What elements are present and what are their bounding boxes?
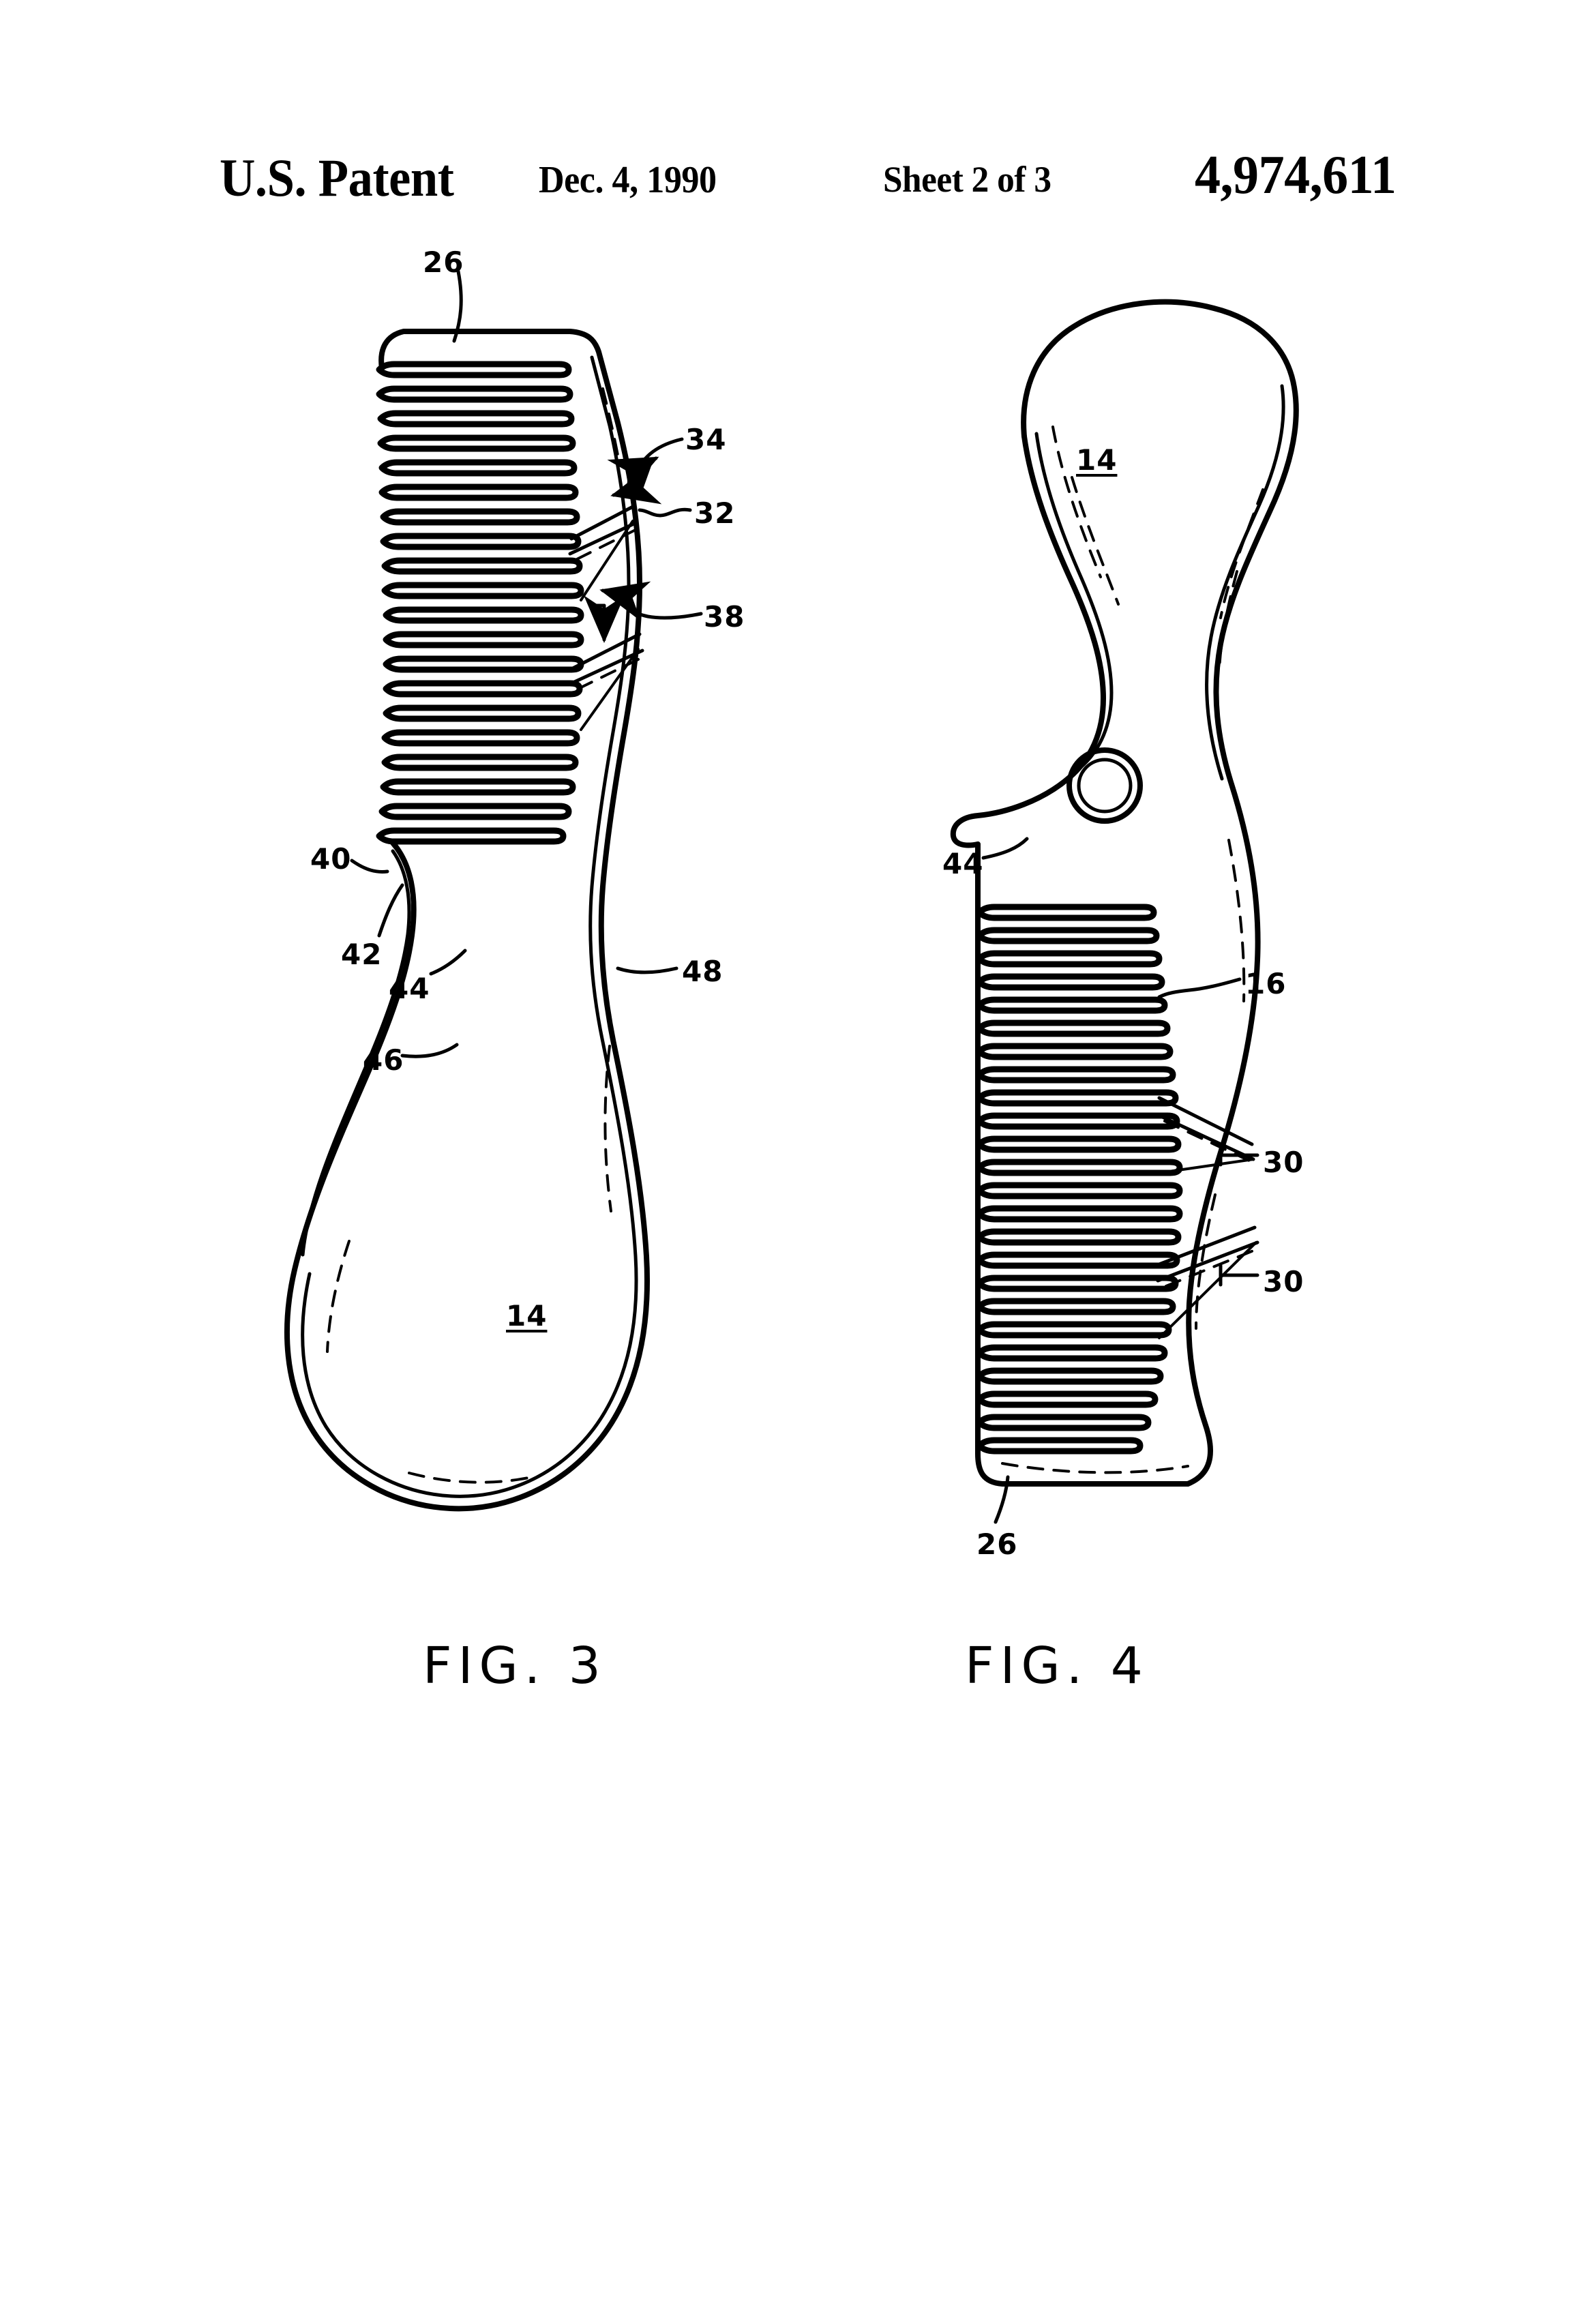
patent-number: 4,974,611	[1195, 145, 1397, 205]
figure-4-caption: FIG. 4	[965, 1637, 1149, 1695]
fig4-head-dash-left	[1051, 426, 1102, 578]
leader-26	[452, 269, 463, 343]
patent-issue-date: Dec. 4, 1990	[539, 159, 717, 201]
leader-40	[350, 859, 389, 874]
reference-numeral-44-fig4: 44	[942, 847, 984, 880]
fig3-surface-dash-d	[601, 387, 621, 464]
reference-numeral-46-fig3: 46	[363, 1043, 404, 1077]
reference-leader-lines	[350, 269, 1259, 1524]
reference-numeral-14-fig4: 14	[1076, 443, 1118, 477]
reference-numeral-38-fig3: 38	[704, 600, 745, 634]
fig4-boss-circle	[1066, 747, 1143, 824]
leader-38	[616, 598, 703, 620]
fig4-comb-teeth	[976, 904, 1183, 1455]
reference-numeral-48-fig3: 48	[682, 955, 723, 988]
reference-numeral-26-fig3: 26	[423, 245, 464, 279]
leader-34-arrow-b	[607, 456, 659, 496]
figure-4-drawing	[950, 299, 1299, 1487]
patent-header: U.S. Patent Dec. 4, 1990 Sheet 2 of 3 4,…	[0, 0, 1582, 225]
fig4-head-dash-left2	[1071, 476, 1120, 606]
reference-numeral-32-fig3: 32	[694, 496, 736, 530]
leader-16	[1157, 977, 1242, 999]
fig3-inner-edge-bottom	[301, 1272, 453, 1498]
figure-3-drawing	[284, 329, 651, 1512]
leader-46	[400, 1043, 459, 1058]
leader-26b	[994, 1475, 1010, 1524]
fig4-ridge-bands	[1154, 1096, 1259, 1339]
patent-office-title: U.S. Patent	[220, 148, 454, 207]
reference-numeral-16-fig4: 16	[1245, 967, 1287, 1000]
fig4-body-dash-a	[1227, 839, 1246, 1002]
leader-32	[638, 507, 692, 518]
fig3-comb-teeth	[376, 361, 584, 845]
reference-numeral-30-fig4: 30	[1263, 1146, 1304, 1179]
fig4-head-left-contour	[950, 434, 1106, 848]
fig3-surface-dash-c	[408, 1472, 533, 1484]
fig3-ridge-bands	[568, 504, 644, 731]
leader-42	[377, 883, 404, 938]
reference-numeral-26-fig4: 26	[976, 1528, 1018, 1561]
fig4-body-outline	[975, 299, 1299, 1487]
reference-numeral-14-fig3: 14	[506, 1299, 548, 1332]
fig4-head-dash-right2	[1218, 570, 1238, 672]
reference-numeral-40-fig3: 40	[310, 842, 352, 876]
leader-44b	[981, 837, 1029, 860]
fig3-surface-dash-b	[326, 1240, 350, 1353]
reference-numeral-42-fig3: 42	[341, 938, 383, 971]
fig4-head-dash-right	[1219, 488, 1264, 619]
reference-numeral-34-fig3: 34	[685, 423, 727, 456]
leader-44	[429, 949, 467, 976]
sheet-number: Sheet 2 of 3	[883, 159, 1051, 200]
fig3-body-outline	[284, 329, 651, 1512]
fig3-inner-edge-left	[301, 849, 411, 1257]
fig4-body-dash-c	[1001, 1462, 1189, 1474]
fig3-surface-dash-a	[603, 1045, 612, 1212]
fig4-head-inner-left	[1034, 432, 1114, 770]
reference-numeral-30-fig4: 30	[1263, 1265, 1304, 1298]
reference-numeral-44-fig3: 44	[389, 972, 430, 1005]
leader-48	[616, 966, 678, 974]
figure-3-caption: FIG. 3	[423, 1637, 607, 1695]
fig4-head-inner-right	[1204, 384, 1285, 781]
leader-38-arrow-a	[599, 581, 651, 621]
